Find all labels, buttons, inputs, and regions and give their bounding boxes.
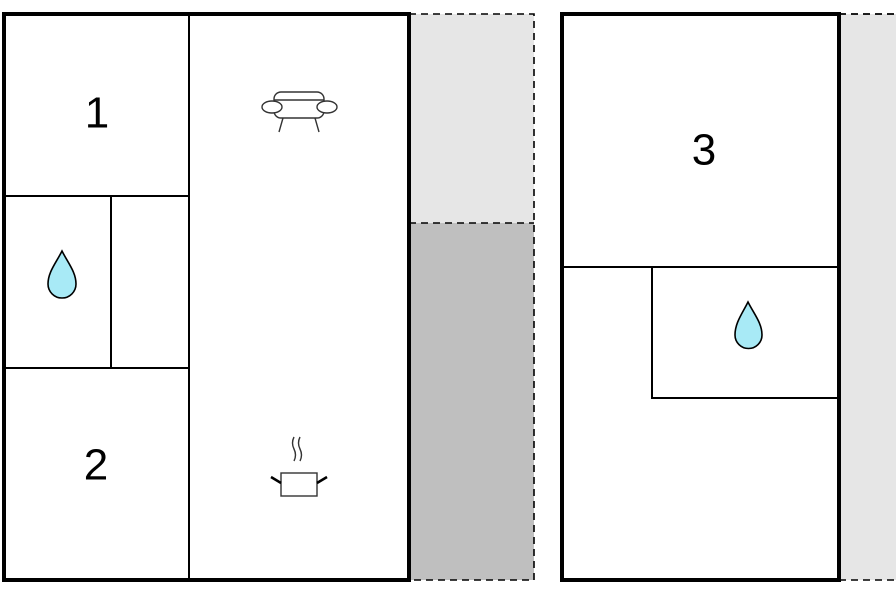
sofa-icon bbox=[261, 91, 338, 133]
room-1-label: 1 bbox=[85, 89, 109, 138]
terrace-right bbox=[839, 14, 896, 580]
bathroom-2-wall bbox=[651, 267, 839, 399]
water-drop-icon bbox=[47, 249, 77, 299]
left-building-walls bbox=[2, 12, 411, 582]
room-3-label: 3 bbox=[692, 126, 716, 175]
room-2-label: 2 bbox=[84, 441, 108, 490]
terrace-upper bbox=[409, 14, 534, 223]
right-building bbox=[560, 12, 841, 582]
right-building-walls bbox=[560, 12, 841, 582]
left-building bbox=[2, 12, 411, 582]
water-drop-icon bbox=[734, 300, 763, 350]
terrace-outline-left bbox=[409, 13, 535, 581]
terrace-lower bbox=[409, 223, 534, 580]
cooking-pot-icon bbox=[270, 436, 328, 497]
